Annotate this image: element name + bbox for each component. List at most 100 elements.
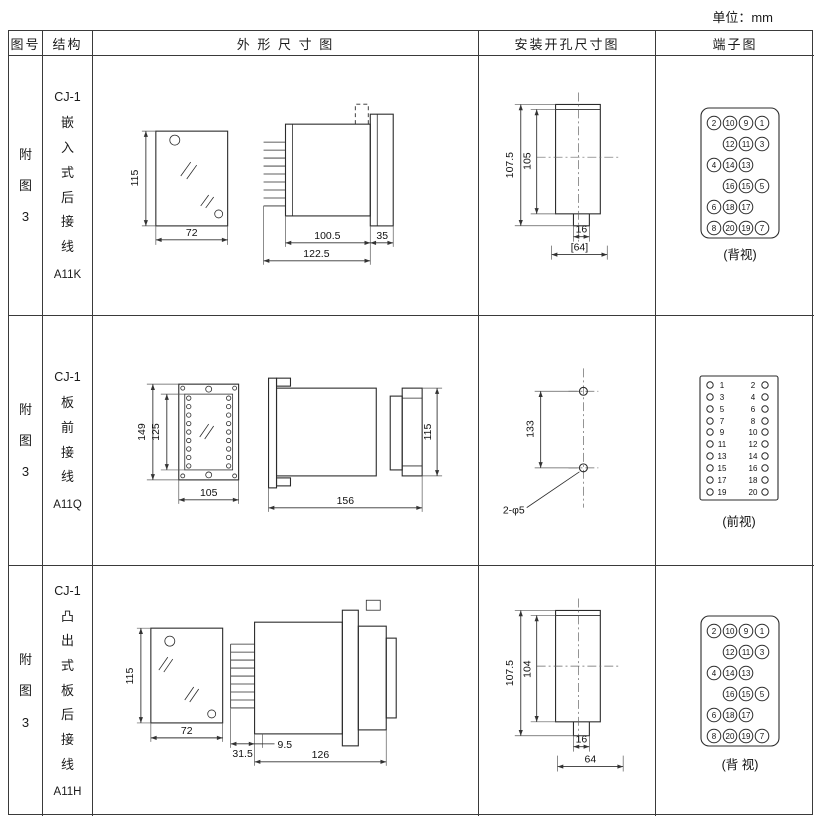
structure-cell-row1: CJ-1 嵌入式后接线 A11K (43, 56, 93, 316)
terminal-number: 12 (749, 440, 758, 449)
dim-label-149: 149 (137, 423, 148, 441)
terminal-number: 16 (726, 182, 735, 191)
dimension-125: 125 (151, 393, 185, 470)
terminal-number: 9 (744, 119, 749, 128)
dimension-107-5: 107.5 (505, 610, 574, 737)
terminal-box (700, 615, 780, 747)
dimension-64: [64] (551, 242, 608, 260)
view-caption: (背视) (723, 247, 756, 262)
terminal-number: 8 (712, 732, 717, 741)
terminal-number: 9 (744, 627, 749, 636)
dim-label-105: 105 (200, 487, 218, 498)
terminal-number: 9 (720, 428, 725, 437)
hole-callout: 2-φ5 (503, 470, 580, 516)
spec-table: 图号 结构 外 形 尺 寸 图 安装开孔尺寸图 端子图 附图3 CJ-1 嵌入式… (8, 30, 814, 816)
front-view (155, 130, 229, 226)
header-cell-mounting: 安装开孔尺寸图 (479, 31, 656, 56)
mounting-cell-row2: 133 2-φ5 (479, 316, 656, 566)
mounting-drawing-a11q: 133 2-φ5 (503, 367, 599, 516)
terminal-number: 19 (742, 732, 751, 741)
terminal-diagram-a11h: 2 10 9 1 12 11 3 4 14 13 16 15 5 6 18 17… (700, 615, 780, 772)
dimension-104: 104 (523, 615, 556, 723)
structure-block: CJ-1 凸出式板后接线 A11H (54, 584, 82, 799)
fig-no-text: 附图3 (18, 146, 32, 225)
header-cell-fig-no: 图号 (9, 31, 43, 56)
terminal-number: 20 (726, 732, 735, 741)
terminal-number: 14 (749, 452, 758, 461)
dimension-16: 16 (573, 735, 590, 752)
cutout-shape (536, 92, 619, 242)
outline-cell-row2: 149 125 105 (93, 316, 479, 566)
terminal-number: 16 (749, 464, 758, 473)
header-cell-terminal: 端子图 (656, 31, 814, 56)
dimension-107-5: 107.5 (505, 103, 574, 226)
terminal-cell-row1: 2 10 9 1 12 11 3 4 14 13 16 15 5 6 18 17… (656, 56, 814, 316)
structure-desc: 板前接线 (60, 395, 74, 485)
view-caption: (背 视) (722, 757, 759, 772)
terminal-number: 20 (726, 224, 735, 233)
structure-cell-row2: CJ-1 板前接线 A11Q (43, 316, 93, 566)
dim-label-125: 125 (151, 423, 162, 441)
terminal-number: 17 (718, 476, 727, 485)
structure-desc: 凸出式板后接线 (60, 608, 74, 772)
outline-drawing-a11k: 115 72 100.5 35 12 (130, 103, 394, 265)
dim-label-16: 16 (576, 224, 588, 235)
dimension-126: 126 (254, 729, 387, 766)
terminal-number: 8 (712, 224, 717, 233)
terminal-number: 3 (760, 648, 765, 657)
terminal-number: 1 (760, 627, 765, 636)
terminal-number: 7 (760, 732, 765, 741)
dim-label-133: 133 (526, 420, 537, 438)
terminal-number: 4 (712, 669, 717, 678)
fig-no-cell-row3: 附图3 (9, 566, 43, 816)
dimension-105: 105 (178, 479, 239, 504)
mounting-drawing-a11k: 107.5 105 16 [64] (505, 92, 619, 260)
terminal-number: 3 (760, 140, 765, 149)
dim-label-115: 115 (423, 423, 434, 440)
terminal-number: 13 (742, 669, 751, 678)
dimension-115-side: 115 (422, 387, 443, 476)
terminal-number: 10 (726, 627, 735, 636)
unit-label: 单位：mm (712, 10, 773, 25)
dimension-height: 115 (125, 627, 151, 724)
dim-label-107-5: 107.5 (505, 660, 516, 686)
fig-no-text: 附图3 (18, 401, 32, 480)
mounting-cell-row1: 107.5 105 16 [64] (479, 56, 656, 316)
dimension-105: 105 (523, 108, 556, 214)
model-code: A11H (53, 786, 82, 799)
dimension-133: 133 (526, 390, 580, 468)
terminal-number: 12 (726, 648, 735, 657)
dimension-width: 72 (150, 722, 224, 742)
dimension-depth: 100.5 35 122.5 (263, 205, 394, 265)
terminal-number: 15 (718, 464, 727, 473)
header-cell-structure: 结构 (43, 31, 93, 56)
terminal-number: 17 (742, 711, 751, 720)
terminal-number: 5 (760, 182, 765, 191)
structure-cell-row3: CJ-1 凸出式板后接线 A11H (43, 566, 93, 816)
terminal-number: 11 (742, 140, 751, 149)
terminal-number: 17 (742, 203, 751, 212)
fig-no-cell-row2: 附图3 (9, 316, 43, 566)
terminal-number: 18 (726, 203, 735, 212)
dim-label-72: 72 (181, 726, 193, 737)
outline-drawing-a11h: 115 72 31.5 (125, 599, 397, 766)
outline-drawing-a11q: 149 125 105 (137, 377, 443, 512)
terminal-number: 2 (751, 381, 756, 390)
terminal-number: 20 (749, 488, 758, 497)
terminal-number: 1 (720, 381, 725, 390)
model-code: A11Q (53, 498, 82, 511)
structure-block: CJ-1 板前接线 A11Q (53, 370, 82, 511)
terminal-number: 1 (760, 119, 765, 128)
terminal-number: 11 (742, 648, 751, 657)
dimension-width: 72 (155, 225, 228, 245)
front-view (150, 627, 224, 724)
dim-label-115: 115 (130, 169, 141, 186)
terminal-number: 6 (712, 711, 717, 720)
terminal-number: 14 (726, 161, 735, 170)
dim-label-105: 105 (523, 152, 534, 170)
terminal-number: 19 (742, 224, 751, 233)
side-view (267, 377, 423, 488)
